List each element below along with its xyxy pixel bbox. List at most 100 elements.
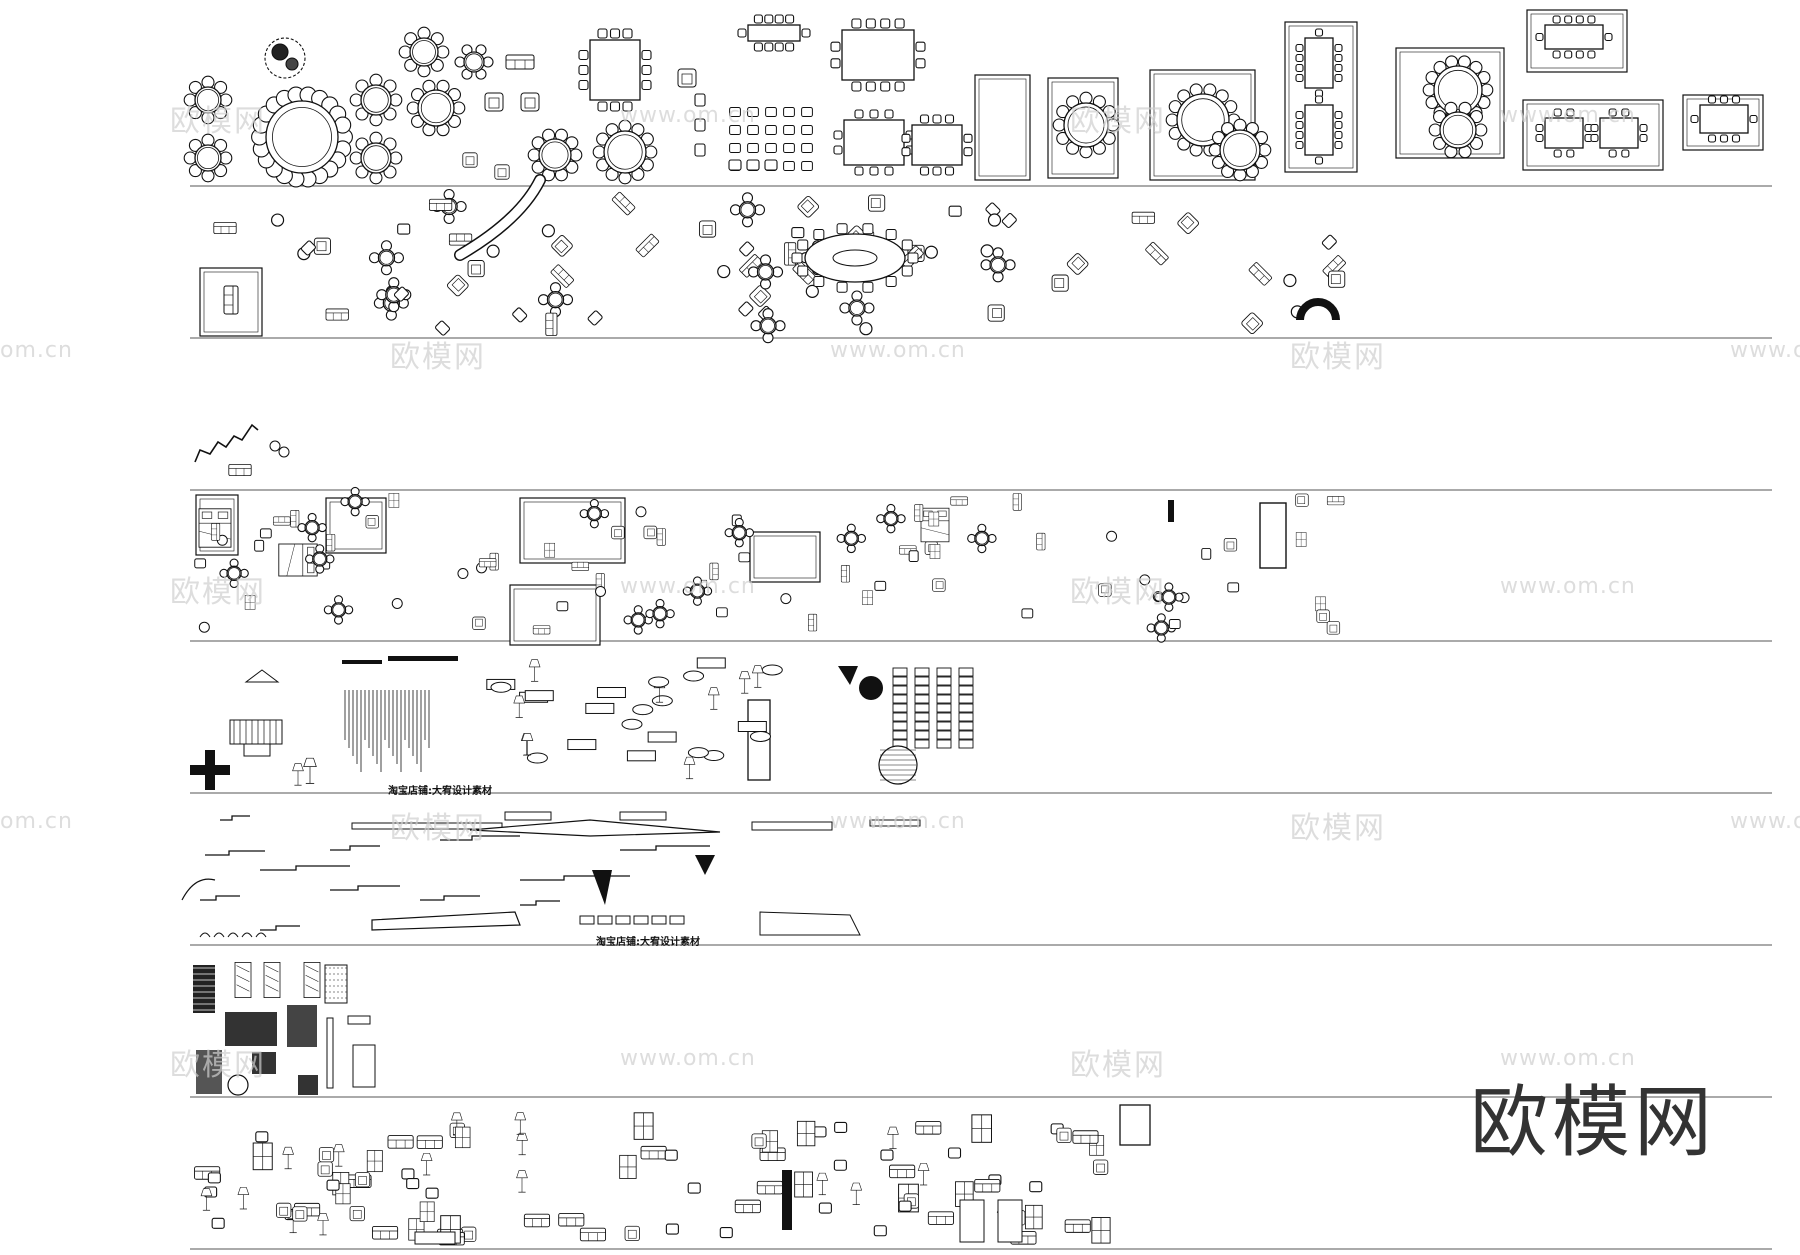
round-dining-table — [1154, 582, 1184, 612]
light-fixture — [651, 695, 673, 707]
tinycircle — [1106, 530, 1118, 542]
chair — [738, 552, 751, 563]
private-dining-room-plan — [509, 584, 601, 646]
table-inner-ring — [758, 264, 773, 279]
table-top — [546, 291, 565, 309]
room-inner-wall — [978, 78, 1027, 177]
chair — [783, 125, 795, 135]
pendant-shade — [244, 669, 280, 683]
chair — [597, 101, 608, 112]
round-dining-table — [406, 79, 466, 137]
sofa — [290, 510, 300, 528]
round-dining-table — [537, 282, 574, 318]
chair — [1334, 110, 1343, 120]
lamp — [282, 1146, 294, 1170]
table-top — [1439, 111, 1477, 149]
chair — [1029, 1181, 1043, 1193]
pendant-drop — [695, 855, 715, 875]
table-inner-ring — [379, 250, 394, 265]
table-top — [330, 602, 347, 618]
chair — [915, 58, 926, 69]
curved-sofa-fill — [455, 175, 545, 260]
light-fixture — [621, 718, 643, 730]
round-dining-table — [623, 605, 653, 635]
tinycircle — [1283, 273, 1297, 288]
beaded-chandelier-tier — [892, 703, 908, 713]
chair — [556, 601, 569, 612]
sofa — [1144, 241, 1170, 266]
sofa — [416, 1135, 443, 1149]
beaded-chandelier-tier — [892, 721, 908, 731]
chair — [597, 28, 608, 39]
sofa — [974, 1178, 1001, 1193]
rect-dining-table — [830, 18, 926, 92]
ceiling-beam-section — [351, 822, 503, 830]
table-inner-ring — [196, 88, 220, 112]
chair — [907, 252, 919, 264]
sofa — [889, 1164, 916, 1179]
ceiling-track — [342, 660, 382, 664]
chair — [1719, 95, 1729, 104]
chair — [851, 81, 862, 92]
watermark-site-name: 欧模网 — [390, 811, 486, 846]
armchair — [932, 578, 946, 592]
watermark-site-url: www.om.cn — [620, 1046, 756, 1071]
watermark-site-name: 欧模网 — [170, 575, 266, 610]
room-inner-wall — [753, 535, 817, 579]
sofa — [579, 1227, 607, 1242]
sofa — [1064, 1219, 1091, 1233]
chair — [728, 159, 742, 171]
table-top — [843, 119, 905, 166]
chair — [919, 166, 930, 176]
chair — [1334, 73, 1343, 83]
chair — [641, 64, 652, 76]
round-dining-table — [398, 26, 450, 78]
sofa-and-lounge-plans — [199, 174, 1347, 344]
table-top — [265, 100, 339, 174]
coffered-ceiling-section — [469, 819, 721, 837]
round-dining-table — [967, 523, 997, 554]
chair — [1314, 156, 1324, 165]
black-screen — [782, 1170, 792, 1230]
light-trough — [579, 915, 595, 925]
chair — [255, 1131, 269, 1143]
table-top — [738, 201, 757, 219]
table-top — [603, 130, 647, 174]
lamp — [528, 659, 541, 682]
cab — [388, 493, 400, 508]
sofa — [950, 496, 968, 506]
chair — [874, 580, 887, 591]
bedroom-and-living-plans — [194, 486, 1345, 646]
armchair — [1093, 1159, 1109, 1175]
round-dining-table — [219, 558, 249, 589]
ceiling-step-profile — [420, 895, 480, 901]
cab — [366, 1150, 383, 1173]
table-inner-ring — [1437, 69, 1479, 111]
table-top — [843, 530, 859, 547]
beaded-chandelier-tier — [914, 730, 930, 740]
armchair — [1223, 538, 1238, 552]
chair — [836, 223, 848, 235]
chair — [880, 18, 891, 29]
panel — [234, 962, 252, 998]
tinycircle — [457, 568, 469, 580]
chair — [830, 41, 841, 52]
chair — [898, 1200, 912, 1212]
rect-dining-table — [1535, 15, 1613, 59]
table-top — [360, 84, 392, 116]
brand-watermark-large: 欧模网 — [1470, 1078, 1717, 1168]
chair — [944, 114, 955, 124]
cab — [796, 1120, 816, 1147]
watermark-site-url: www.om.cn — [1500, 1046, 1636, 1071]
cab — [928, 511, 940, 527]
chair — [1575, 15, 1584, 24]
armchair — [313, 237, 331, 255]
light-fixture — [737, 721, 767, 732]
table-top — [804, 233, 906, 283]
drum-chandelier — [229, 719, 283, 745]
ceiling-step-profile — [200, 895, 240, 901]
chair — [785, 42, 795, 52]
armchair — [1051, 274, 1069, 292]
table-top — [1699, 104, 1749, 134]
watermark-site-name: 欧模网 — [1070, 1048, 1166, 1083]
